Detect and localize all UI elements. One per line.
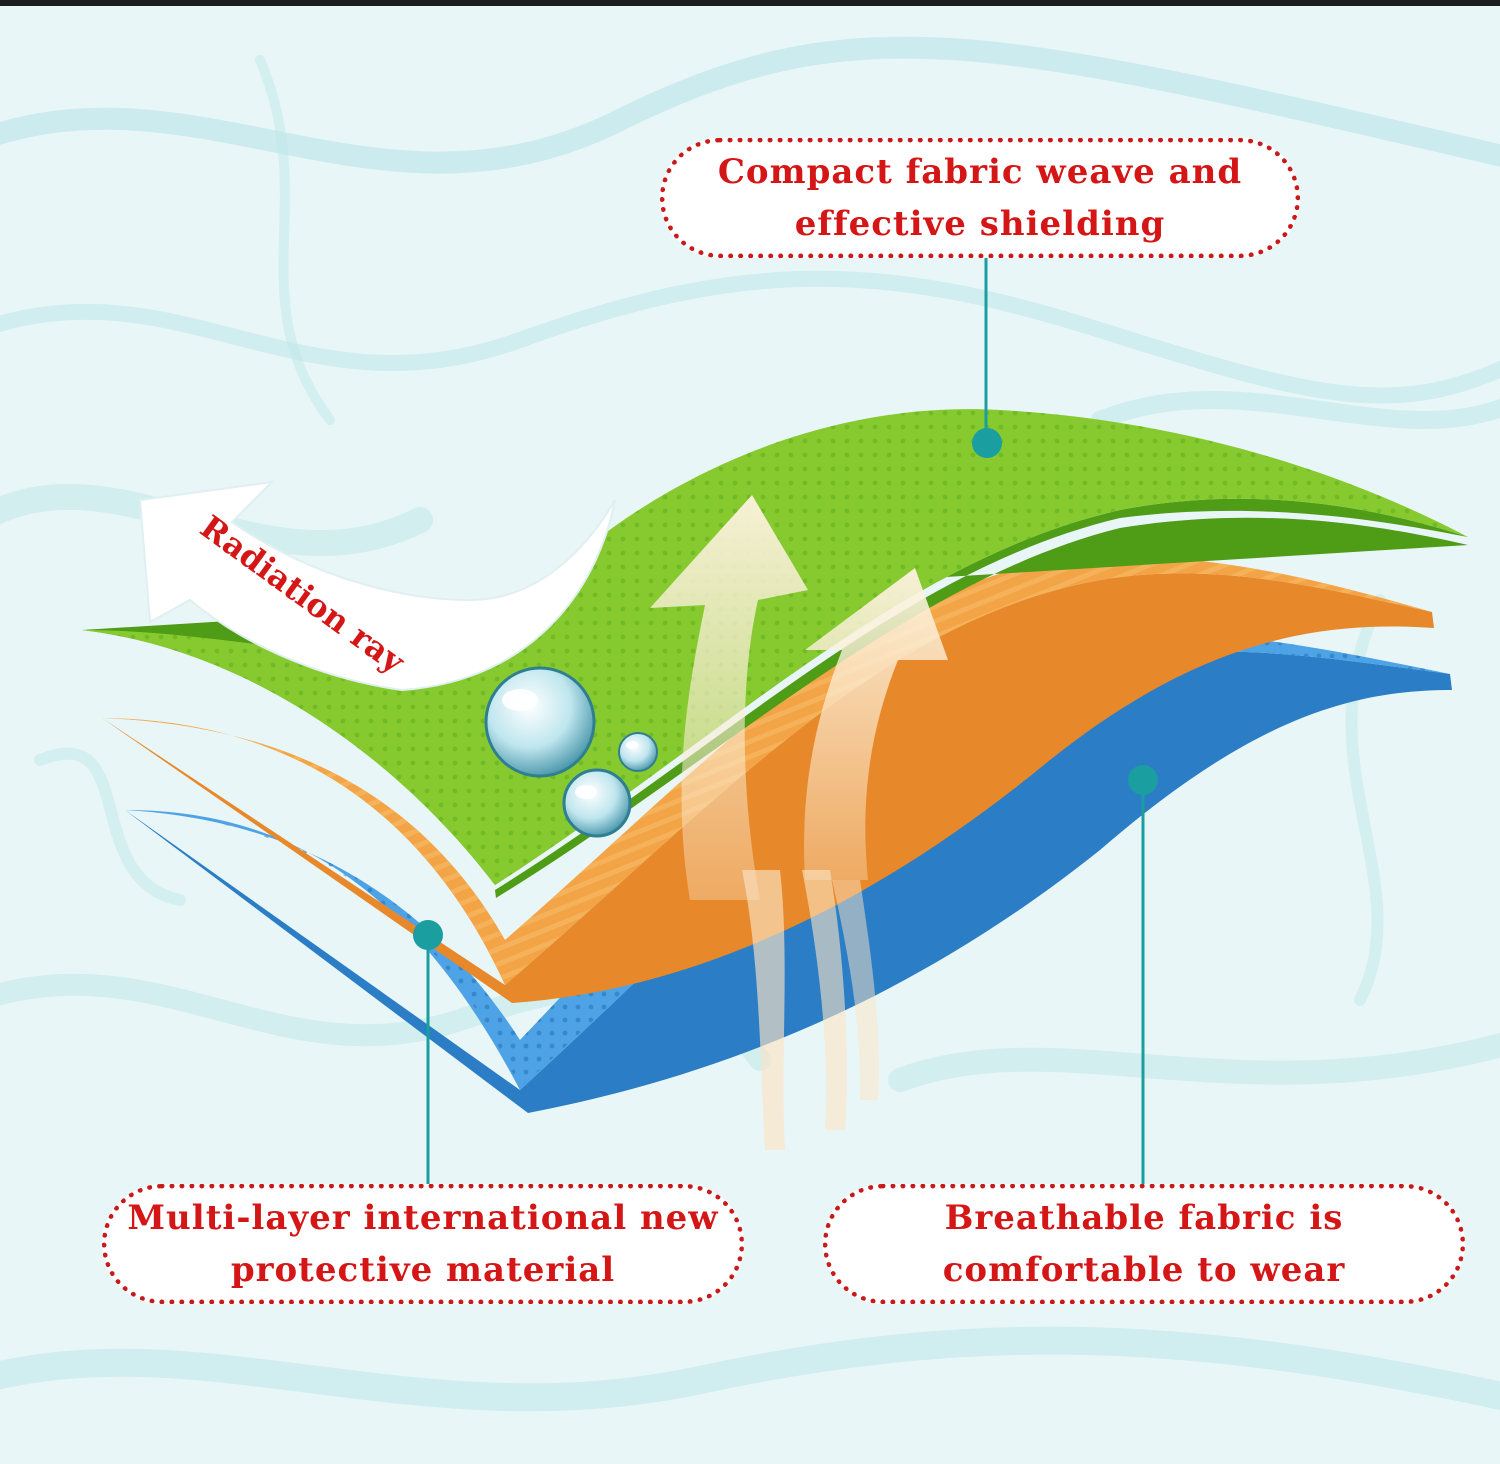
marker-bottom-left: [413, 920, 443, 950]
label-compact-weave-line1: Compact fabric weave and: [717, 152, 1243, 192]
water-droplets-icon: [484, 666, 658, 838]
airflow-arrows: [650, 495, 948, 1150]
label-multi-layer-line2: protective material: [230, 1250, 616, 1290]
marker-bottom-right: [1128, 765, 1158, 795]
label-multi-layer: Multi-layer international new protective…: [102, 1184, 744, 1304]
label-breathable-line1: Breathable fabric is: [944, 1198, 1344, 1238]
label-compact-weave: Compact fabric weave and effective shiel…: [660, 138, 1300, 258]
orange-layer: [102, 556, 1434, 1003]
top-border: [0, 0, 1500, 6]
label-compact-weave-line2: effective shielding: [794, 204, 1166, 244]
green-layer: [82, 409, 1468, 898]
label-multi-layer-line1: Multi-layer international new: [127, 1198, 719, 1238]
marker-top: [972, 428, 1002, 458]
connectors: [413, 258, 1158, 1184]
label-breathable-line2: comfortable to wear: [942, 1250, 1346, 1290]
label-breathable: Breathable fabric is comfortable to wear: [823, 1184, 1465, 1304]
